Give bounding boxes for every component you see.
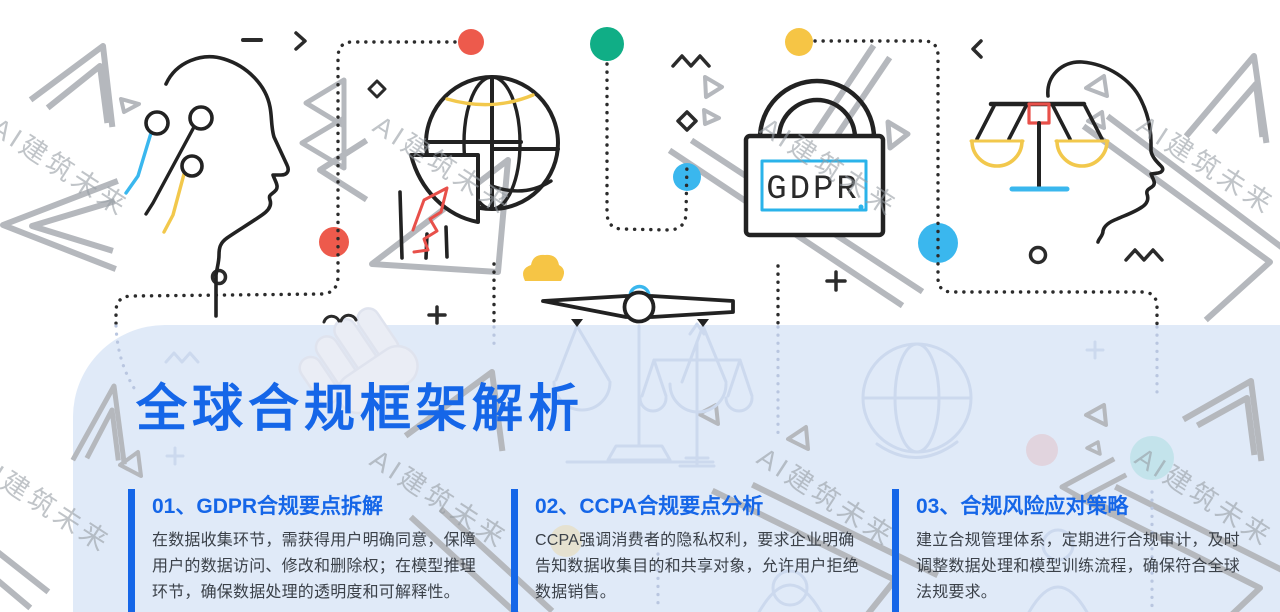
- small-black-marks: [210, 31, 1164, 325]
- section-body: 建立合规管理体系，定期进行合规审计，及时调整数据处理和模型训练流程，确保符合全球…: [916, 532, 1241, 602]
- watermark-text: AI建筑未来: [0, 111, 135, 223]
- section-heading: 03、合规风险应对策略: [916, 495, 1129, 518]
- plus-icon: [427, 305, 447, 325]
- section-gdpr: 01、GDPR合规要点拆解 在数据收集环节，需获得用户明确同意，保障用户的数据访…: [128, 489, 476, 612]
- justice-scales-illustration: [969, 101, 1110, 192]
- cloud-icon: [523, 254, 565, 281]
- zigzag-icon: [1124, 248, 1164, 262]
- ring-icon: [210, 268, 228, 286]
- section-body: CCPA强调消费者的隐私权利，要求企业明确告知数据收集目的和共享对象，允许用户拒…: [535, 532, 860, 602]
- green-dot: [590, 27, 624, 61]
- red-dot: [458, 29, 484, 55]
- knuckle-arcs: [322, 313, 358, 324]
- zigzag-icon: [671, 54, 711, 68]
- arrow-left-icon: [971, 39, 983, 59]
- section-body: 在数据收集环节，需获得用户明确同意，保障用户的数据访问、修改和删除权；在模型推理…: [152, 532, 477, 602]
- red-flag-zigzag: [411, 186, 449, 254]
- globe-yellow-arc: [445, 93, 535, 107]
- yellow-dot: [785, 28, 813, 56]
- red-dot: [319, 227, 349, 257]
- balance-seesaw-illustration: [541, 284, 735, 327]
- watermark-text: AI建筑未来: [754, 111, 904, 223]
- diamond-icon: [367, 79, 387, 99]
- section-heading: 02、CCPA合规要点分析: [535, 495, 764, 518]
- section-risk: 03、合规风险应对策略 建立合规管理体系，定期进行合规审计，及时调整数据处理和模…: [892, 489, 1240, 612]
- head-circuit-illustration: [124, 55, 290, 318]
- arrow-right-icon: [294, 31, 307, 51]
- section-heading: 01、GDPR合规要点拆解: [152, 495, 384, 518]
- dotted-connector-paths: [114, 39, 1159, 326]
- diamond-icon: [676, 110, 698, 132]
- page-title: 全球合规框架解析: [136, 380, 585, 437]
- cyan-dot: [673, 163, 701, 191]
- blue-dot: [918, 223, 958, 263]
- right-head-illustration: [1046, 60, 1165, 244]
- ring-icon: [1028, 245, 1048, 265]
- plus-icon: [825, 270, 847, 292]
- watermark-text: AI建筑未来: [367, 109, 517, 221]
- watermark-text: AI建筑未来: [1131, 109, 1280, 221]
- section-ccpa: 02、CCPA合规要点分析 CCPA强调消费者的隐私权利，要求企业明确告知数据收…: [511, 489, 859, 612]
